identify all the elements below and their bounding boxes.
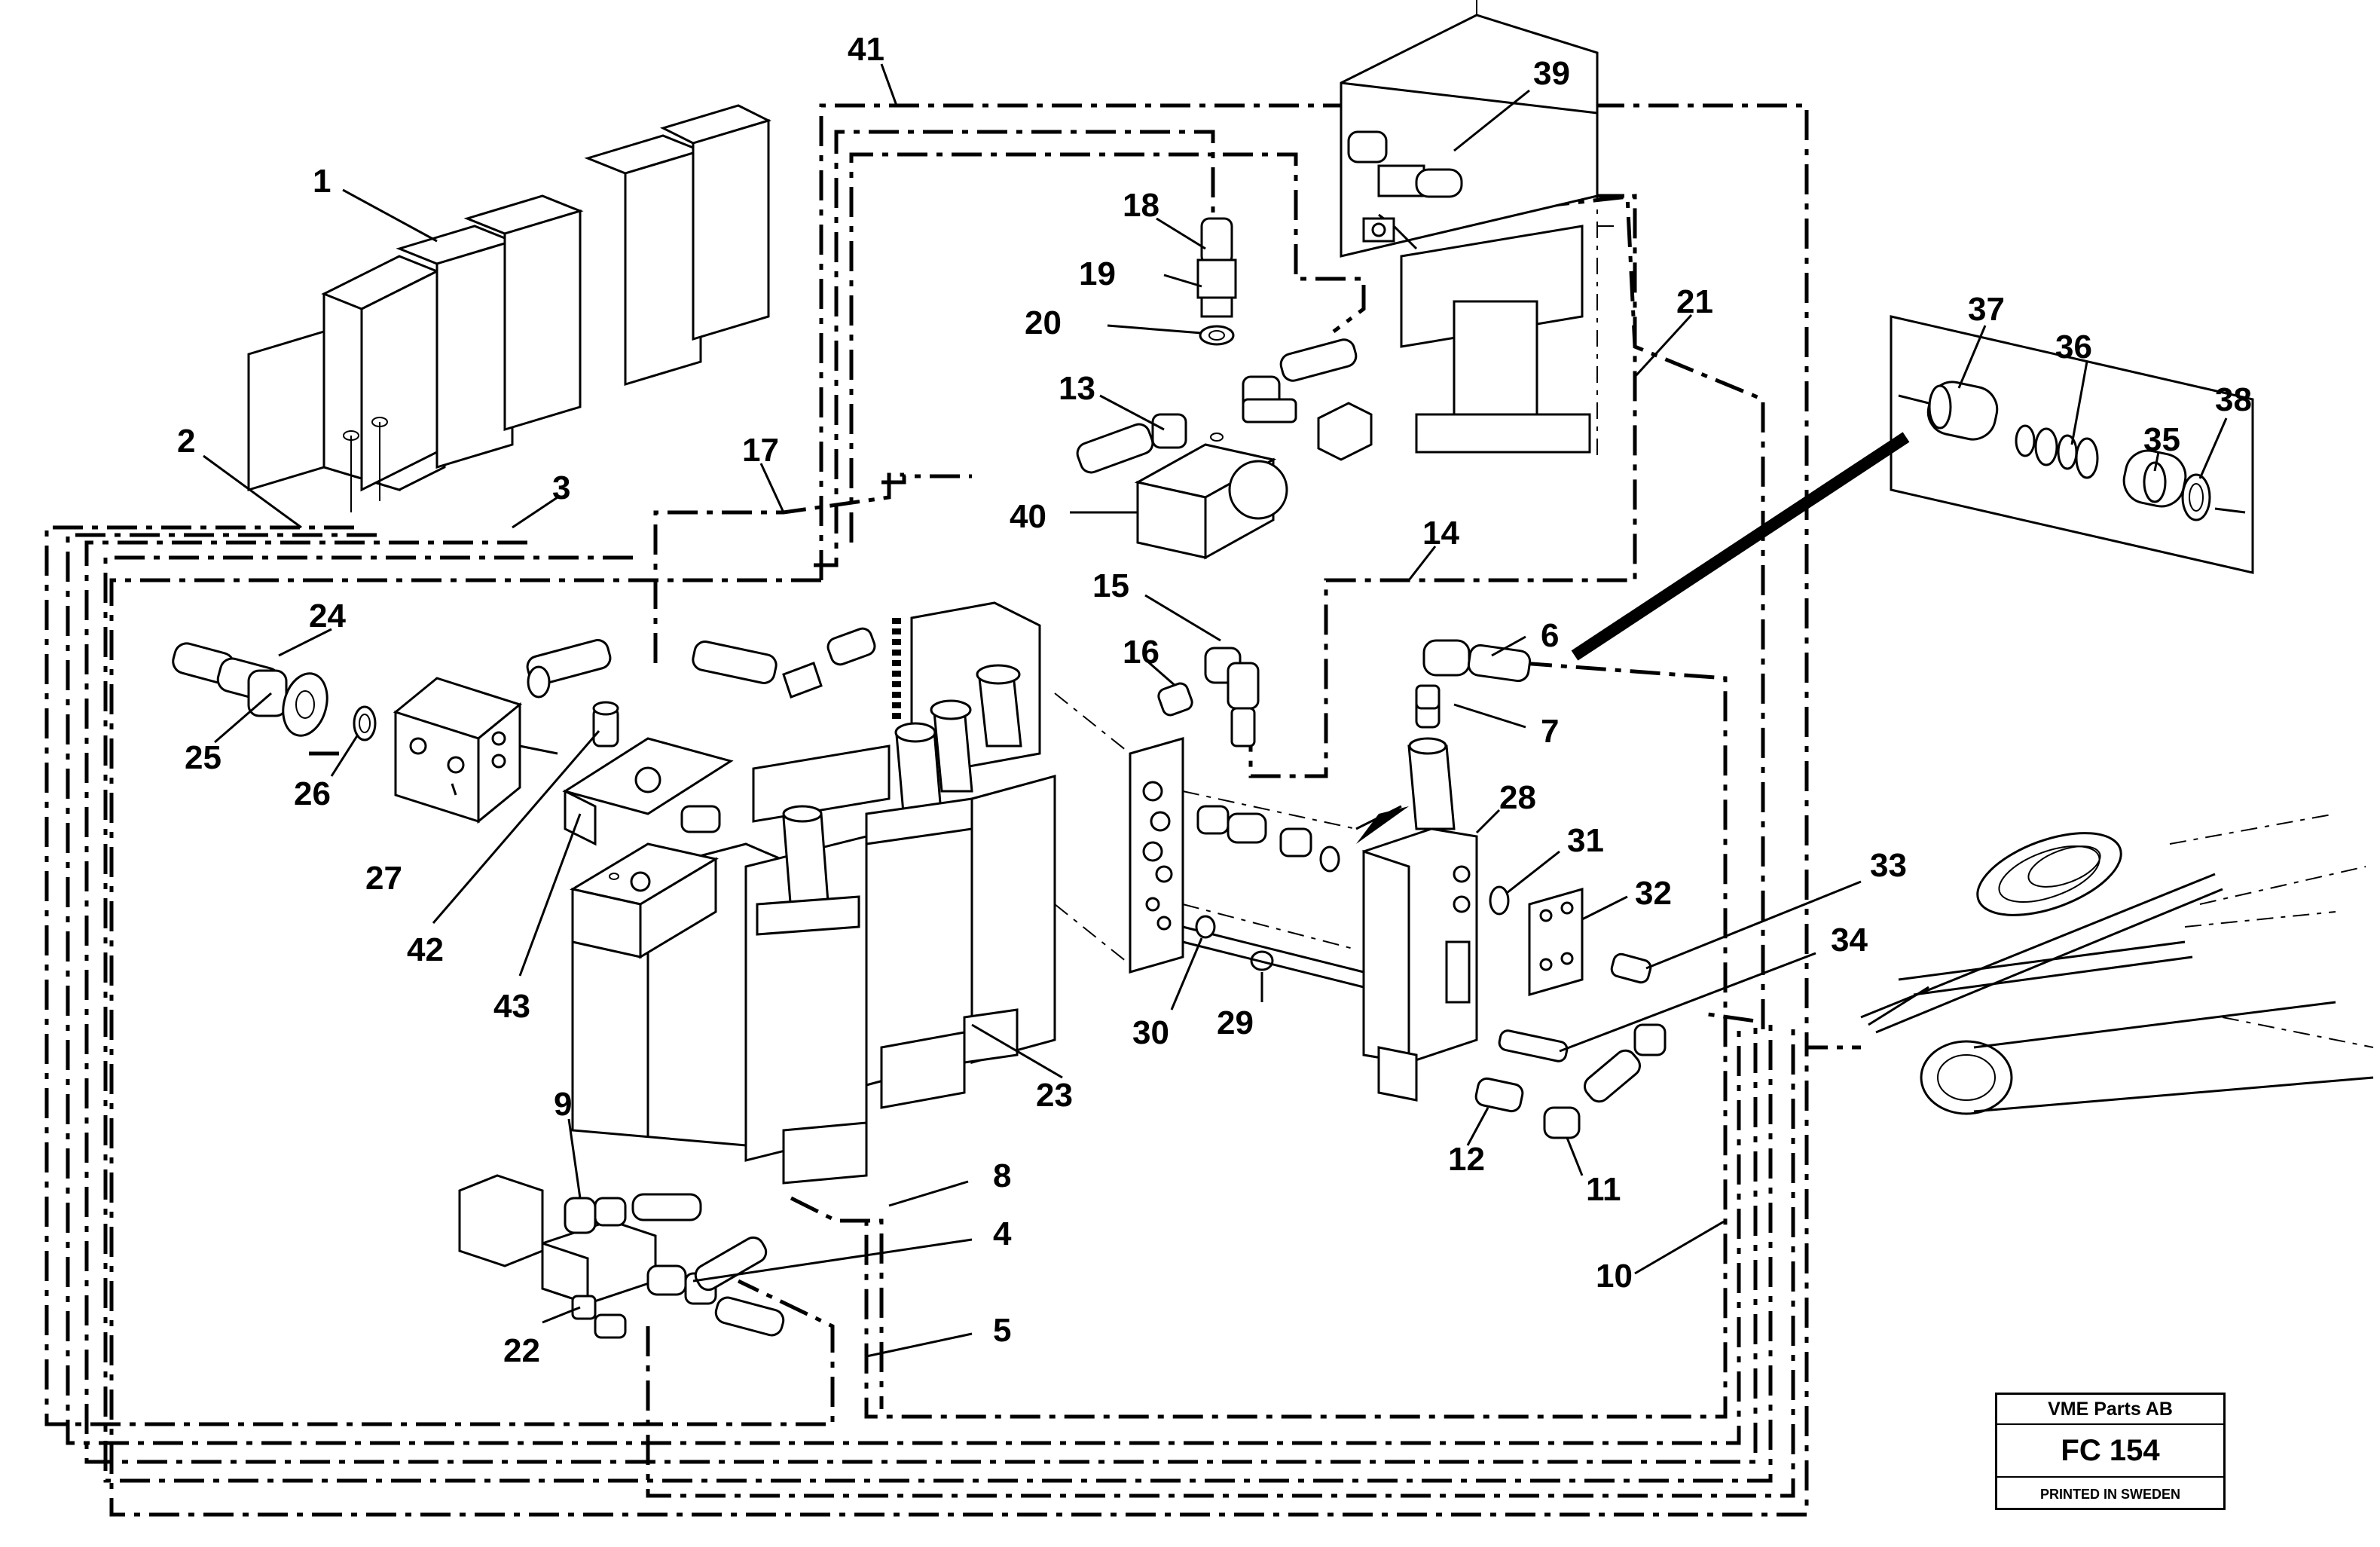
part-label-18: 18 — [1123, 187, 1159, 224]
inset-37-38 — [1890, 315, 2254, 574]
valve-bank-1 — [247, 104, 772, 512]
part-label-43: 43 — [493, 988, 530, 1025]
part-label-11: 11 — [1586, 1171, 1621, 1208]
pipe-lines — [44, 103, 1861, 1517]
part-label-9: 9 — [554, 1086, 572, 1123]
part-label-40: 40 — [1010, 498, 1046, 535]
elbow-13 — [1076, 413, 1187, 474]
block-43 — [570, 842, 719, 959]
part-label-7: 7 — [1541, 713, 1559, 750]
fitting-pipe-right — [1242, 338, 1373, 461]
block-27 — [393, 677, 558, 824]
fitting-18 — [1196, 217, 1237, 346]
fittings-6-7 — [1415, 639, 1532, 710]
part-label-27: 27 — [365, 860, 402, 897]
part-label-39: 39 — [1533, 55, 1570, 92]
part-label-41: 41 — [848, 31, 884, 68]
bracket-42-43 — [562, 701, 734, 846]
part-label-21: 21 — [1676, 283, 1713, 320]
part-label-10: 10 — [1596, 1258, 1633, 1295]
fittings-17 — [526, 627, 876, 699]
part-label-16: 16 — [1123, 634, 1159, 671]
fittings-24-26 — [172, 642, 377, 741]
part-label-8: 8 — [993, 1157, 1011, 1194]
fittings-11-12-34 — [1474, 1023, 1667, 1139]
hidden-39 — [1476, 14, 1598, 54]
part-label-33: 33 — [1870, 847, 1907, 884]
inset-leader — [1571, 432, 1910, 661]
part-label-22: 22 — [503, 1332, 540, 1369]
valve-28 — [1355, 688, 1478, 1102]
part-label-3: 3 — [552, 469, 570, 506]
part-label-38: 38 — [2215, 381, 2252, 418]
part-label-2: 2 — [177, 423, 195, 460]
part-label-37: 37 — [1968, 291, 2005, 328]
part-label-28: 28 — [1499, 779, 1536, 816]
part-label-5: 5 — [993, 1312, 1011, 1349]
title-block: VME Parts AB FC 154 PRINTED IN SWEDEN — [1995, 1393, 2226, 1510]
valve-22 — [458, 1174, 785, 1339]
figure-code: FC 154 — [1997, 1425, 2223, 1478]
part-label-19: 19 — [1079, 255, 1116, 292]
part-label-36: 36 — [2055, 329, 2092, 365]
seal-29-bolt — [1182, 915, 1364, 989]
part-label-32: 32 — [1635, 875, 1672, 912]
part-label-26: 26 — [294, 775, 331, 812]
fittings-15-16 — [1157, 647, 1260, 748]
part-labels: 1 2 3 4 5 6 7 8 9 10 11 12 13 14 15 16 1… — [177, 31, 2252, 1369]
part-label-13: 13 — [1059, 370, 1095, 407]
block-40 — [1134, 433, 1288, 560]
part-label-23: 23 — [1036, 1077, 1073, 1114]
plate-32 — [1489, 885, 1652, 996]
bracket-39 — [1340, 14, 1620, 460]
plate-30 — [1054, 692, 1357, 974]
hose-reel — [1860, 813, 2374, 1115]
part-label-24: 24 — [309, 598, 346, 634]
printed-note: PRINTED IN SWEDEN — [2039, 1487, 2180, 1502]
part-label-35: 35 — [2143, 421, 2180, 458]
fitting-39 — [1347, 130, 1463, 198]
part-label-15: 15 — [1092, 567, 1129, 604]
company-name: VME Parts AB — [1997, 1395, 2223, 1425]
part-label-12: 12 — [1448, 1141, 1485, 1178]
part-label-6: 6 — [1541, 617, 1559, 654]
part-label-34: 34 — [1831, 922, 1868, 958]
part-label-1: 1 — [313, 163, 331, 200]
part-label-30: 30 — [1132, 1014, 1169, 1051]
fittings-middle — [1196, 805, 1340, 873]
part-label-25: 25 — [185, 739, 222, 776]
part-label-4: 4 — [993, 1215, 1012, 1252]
part-label-42: 42 — [407, 931, 444, 968]
part-label-17: 17 — [742, 432, 779, 469]
part-label-29: 29 — [1217, 1004, 1254, 1041]
leader-lines — [203, 63, 2228, 1358]
part-label-20: 20 — [1025, 304, 1062, 341]
part-label-14: 14 — [1422, 515, 1459, 552]
part-label-31: 31 — [1567, 822, 1604, 859]
